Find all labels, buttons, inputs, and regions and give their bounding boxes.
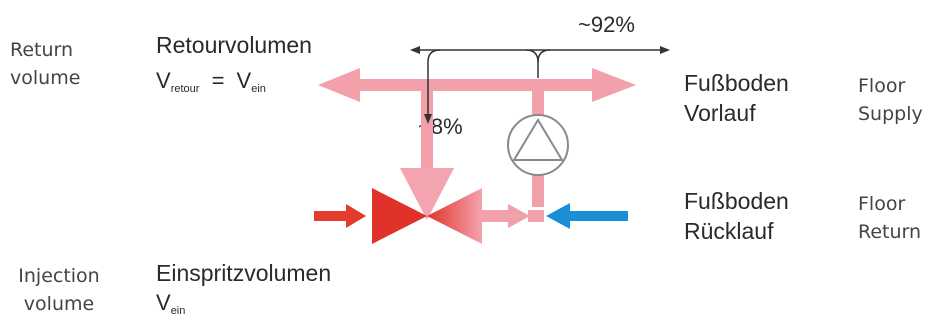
return-supply-pipe — [318, 68, 636, 102]
valve-outlet-pipe — [482, 204, 544, 228]
floor-supply-en-label: Floor Supply — [858, 72, 923, 128]
formula-sub-ein: ein — [251, 83, 266, 95]
floor-return-de-line2: Rücklauf — [684, 218, 774, 244]
return-label-line1: Return — [10, 39, 74, 61]
formula-sub-retour: retour — [170, 83, 200, 95]
floor-supply-en-line1: Floor — [858, 75, 906, 97]
einspritzvolumen-title: Einspritzvolumen — [156, 260, 332, 286]
formula-v: V — [156, 68, 171, 93]
bypass-pipe — [421, 91, 433, 171]
injection-label-line2: volume — [23, 293, 95, 315]
einspritz-formula: Vein — [156, 290, 185, 317]
retourvolumen-title: Retourvolumen — [156, 32, 312, 58]
flow-indicator — [410, 46, 670, 124]
pct-92-label: ~92% — [578, 12, 635, 37]
formula-v-ein: V — [156, 290, 171, 315]
floor-supply-de-label: Fußboden Vorlauf — [684, 68, 789, 128]
floor-supply-de-line1: Fußboden — [684, 70, 789, 96]
injection-inlet-arrow-icon — [314, 204, 366, 228]
injection-volume-label: Injection volume — [10, 262, 108, 318]
pipe-arrow-right-icon — [592, 68, 636, 102]
floor-supply-en-line2: Supply — [858, 103, 923, 125]
pump-icon — [507, 114, 569, 176]
return-label-line2: volume — [10, 67, 81, 89]
floor-return-arrow-icon — [546, 203, 628, 229]
floor-return-en-line1: Floor — [858, 193, 906, 215]
injection-label-line1: Injection — [18, 265, 100, 287]
formula-v2: V — [236, 68, 252, 93]
floor-return-de-label: Fußboden Rücklauf — [684, 186, 789, 246]
retour-formula: Vretour = Vein — [156, 68, 266, 95]
floor-return-en-line2: Return — [858, 221, 922, 243]
mixing-valve-icon — [372, 168, 482, 244]
return-volume-label: Return volume — [10, 36, 80, 92]
floor-return-en-label: Floor Return — [858, 190, 921, 246]
formula-equals: = — [211, 68, 225, 93]
floor-return-de-line1: Fußboden — [684, 188, 789, 214]
pipe-arrow-left-icon — [318, 68, 360, 102]
formula-sub-ein-2: ein — [170, 305, 186, 317]
floor-supply-de-line2: Vorlauf — [684, 100, 756, 126]
